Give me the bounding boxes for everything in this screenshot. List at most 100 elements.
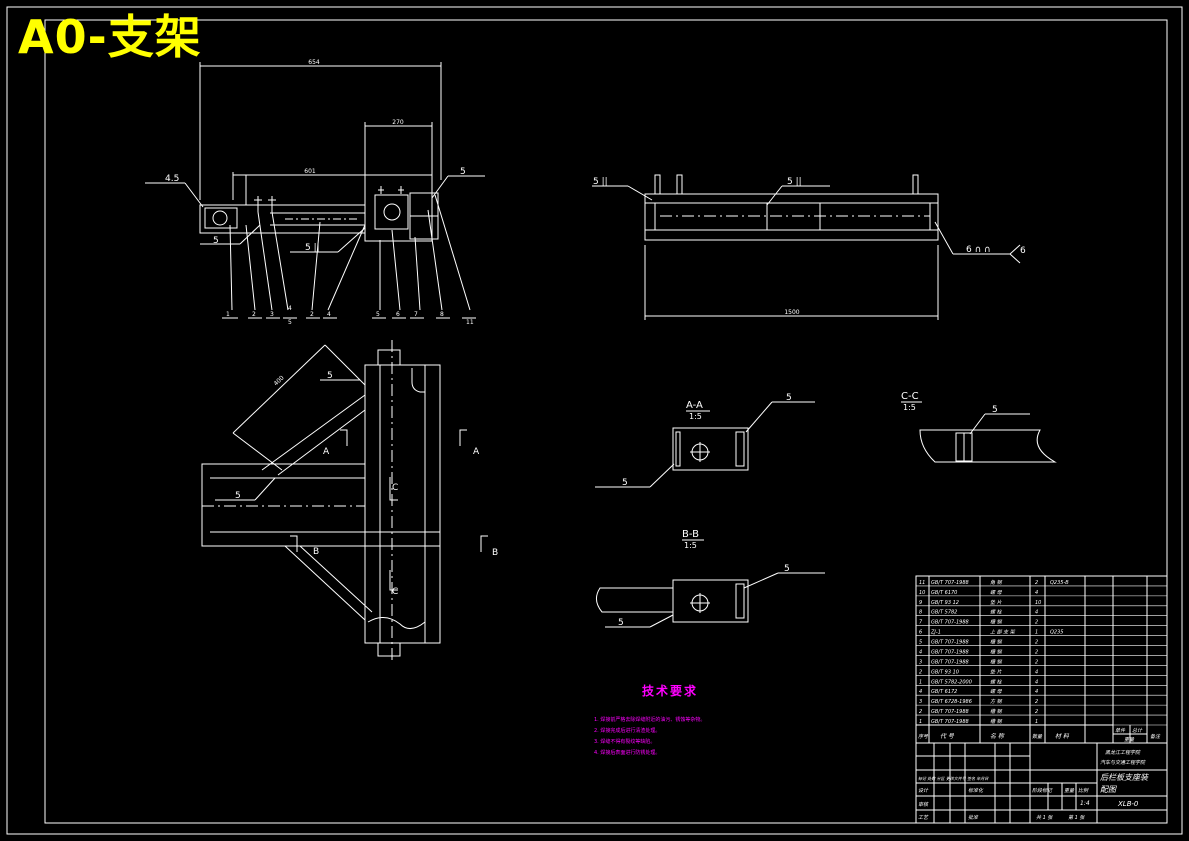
weld-top-right: 5 [460, 167, 466, 177]
bom-header-weight: 重量 [1124, 736, 1135, 743]
bom-header-name: 名 称 [990, 732, 1005, 740]
balloon-7: 4 [327, 311, 331, 318]
bom-cell-name: 螺 栓 [990, 678, 1003, 685]
bom-cell-name: 槽 钢 [990, 658, 1003, 665]
section-aa-weld-bottom: 5 [622, 478, 628, 488]
bom-header-unit: 单件 [1115, 727, 1126, 734]
bom-cell-code: GB/T 707-1988 [931, 580, 969, 586]
weld-top-left: 4.5 [165, 174, 179, 184]
marker-a-left: A [323, 447, 330, 457]
tb-scale-label: 比例 [1078, 787, 1089, 794]
section-cc-scale: 1:5 [903, 403, 916, 412]
section-bb-title: B-B [682, 529, 699, 540]
bom-cell-qty: 2 [1035, 620, 1038, 626]
bom-cell-code: GB/T 707-1988 [931, 640, 969, 646]
drawing-labels: 654 270 601 4.5 5 5 || 5 1500 5 || 5 || … [165, 59, 1161, 821]
balloon-4: 4 [288, 305, 292, 312]
section-aa-scale: 1:5 [689, 412, 702, 421]
bom-header-qty: 数量 [1032, 733, 1043, 740]
weld-top-bottom: 5 || [305, 243, 320, 253]
tb-stage: 阶段标记 [1032, 787, 1053, 794]
bom-cell-code: GB/T 6170 [931, 590, 957, 596]
bom-header-no: 序号 [918, 733, 929, 740]
bom-cell-qty: 2 [1035, 709, 1038, 715]
tb-drawing-name-2: 配图 [1100, 785, 1117, 794]
tb-sign-row: 标记 处数 分区 更改文件号 签名 年月日 [918, 776, 989, 781]
bom-cell-qty: 2 [1035, 659, 1038, 665]
weld-side-lower: 5 [235, 491, 241, 501]
bom-cell-no: 4 [919, 689, 922, 695]
section-bb-weld-bottom: 5 [618, 618, 624, 628]
bom-cell-qty: 4 [1035, 689, 1038, 695]
bom-cell-no: 3 [919, 699, 922, 705]
bom-cell-code: GB/T 93 10 [931, 669, 959, 675]
bom-cell-name: 螺 母 [990, 688, 1003, 695]
marker-a-right: A [473, 447, 480, 457]
weld-front-middle: 5 || [787, 177, 802, 187]
bom-cell-code: GB/T 707-1988 [931, 620, 969, 626]
bom-cell-qty: 2 [1035, 699, 1038, 705]
bom-cell-qty: 4 [1035, 590, 1038, 596]
bom-cell-no: 1 [919, 679, 922, 685]
balloon-8: 5 [376, 311, 380, 318]
bom-cell-no: 1 [919, 719, 922, 725]
bom-cell-code: GB/T 5782 [931, 610, 957, 616]
tb-school-2: 汽车与交通工程学院 [1100, 759, 1146, 766]
tb-std: 标准化 [968, 787, 984, 794]
bom-cell-name: 垫 片 [990, 599, 1003, 606]
outer-border [6, 6, 1183, 835]
front-view [592, 174, 1021, 320]
bom-cell-qty: 1 [1035, 630, 1038, 636]
bom-cell-code: GB/T 707-1988 [931, 649, 969, 655]
section-aa [595, 401, 815, 488]
balloon-5: 5 [288, 319, 292, 326]
balloon-11: 8 [440, 311, 444, 318]
bom-cell-code: ZJ-1 [930, 630, 941, 636]
inner-border [44, 19, 1168, 824]
marker-b-right: B [492, 548, 498, 558]
bom-cell-no: 11 [919, 580, 925, 586]
tb-school-1: 黑龙江工程学院 [1105, 749, 1141, 756]
tb-process: 工艺 [918, 814, 929, 821]
tb-checker: 审核 [918, 801, 929, 808]
weld-front-left: 5 || [593, 177, 608, 187]
bom-cell-name: 槽 钢 [990, 648, 1003, 655]
bom-cell-name: 垫 片 [990, 668, 1003, 675]
balloon-3: 3 [270, 311, 274, 318]
weld-side-upper: 5 [327, 371, 333, 381]
balloon-9: 6 [396, 311, 400, 318]
bom-cell-no: 8 [919, 610, 922, 616]
bom-cell-name: 螺 母 [990, 589, 1003, 596]
bom-cell-no: 4 [919, 649, 922, 655]
section-aa-title: A-A [686, 400, 703, 411]
bom-cell-code: GB/T 707-1988 [931, 719, 969, 725]
bom-cell-name: 方 钢 [990, 698, 1003, 705]
balloon-2: 2 [252, 311, 256, 318]
tech-item: 1. 焊接前严格去除焊缝附近的油污、锈蚀等杂物。 [594, 717, 706, 723]
bom-cell-code: GB/T 5782-2000 [931, 679, 972, 685]
section-cc [901, 401, 1057, 463]
bom-cell-qty: 4 [1035, 669, 1038, 675]
bom-cell-no: 3 [919, 659, 922, 665]
bom-cell-name: 角 钢 [990, 579, 1003, 586]
tb-drawing-no: XLB-0 [1117, 800, 1139, 808]
marker-c-lower: C [392, 587, 398, 597]
bom-cell-qty: 4 [1035, 610, 1038, 616]
tech-requirements-title: 技术要求 [642, 684, 699, 698]
a0-stamp: A0-支架 [18, 10, 202, 64]
section-aa-weld-top: 5 [786, 393, 792, 403]
bom-cell-no: 2 [919, 669, 922, 675]
marker-c-upper: C [392, 483, 398, 493]
balloon-6: 2 [310, 311, 314, 318]
marker-b-left: B [313, 547, 319, 557]
bom-header-total: 总计 [1132, 727, 1143, 734]
bom-cell-qty: 4 [1035, 679, 1038, 685]
bom-cell-name: 槽 钢 [990, 718, 1003, 725]
weld-front-right: 6 ∩ ∩ [966, 245, 991, 255]
weld-front-right-num: 6 [1020, 246, 1026, 256]
bom-cell-code: GB/T 707-1988 [931, 659, 969, 665]
bom-cell-name: 上 部 支 架 [990, 629, 1016, 636]
bom-cell-qty: 2 [1035, 649, 1038, 655]
